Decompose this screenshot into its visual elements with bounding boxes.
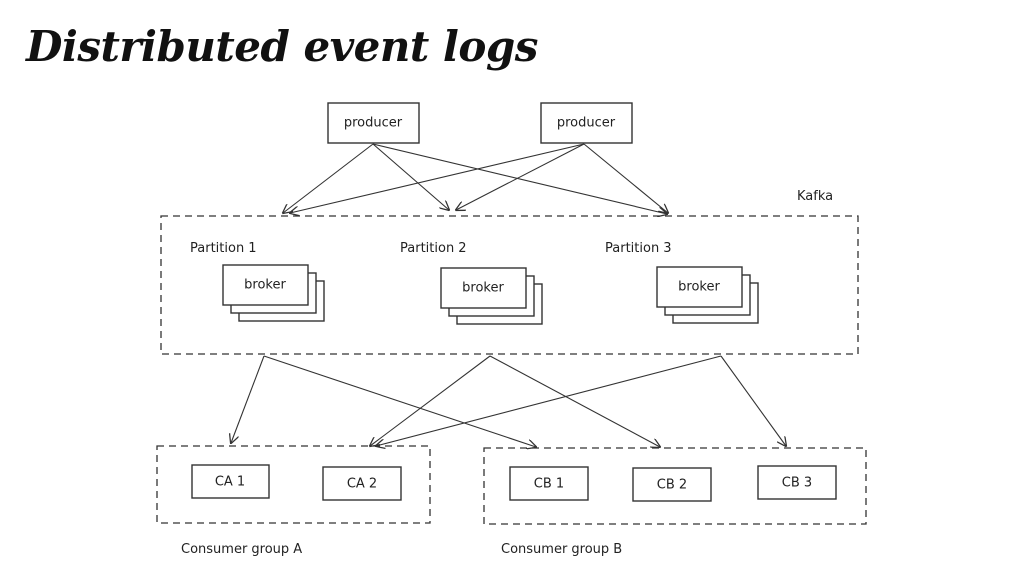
arrow: [290, 143, 585, 213]
consumer-cb2: CB 2: [632, 467, 712, 502]
arrow: [263, 355, 536, 447]
consumer-arrows: [231, 355, 786, 447]
consumer-label: CB 3: [782, 476, 812, 491]
arrow: [372, 143, 667, 214]
kafka-cluster: Kafka Partition 1 broker Partition 2 bro…: [160, 189, 859, 355]
partition-label: Partition 3: [605, 241, 672, 256]
arrow: [372, 143, 449, 210]
consumer-label: CA 2: [347, 477, 377, 492]
page-title: Distributed event logs: [26, 22, 538, 71]
arrow: [720, 355, 786, 446]
partition-1: Partition 1 broker: [190, 241, 325, 322]
producer-label: producer: [344, 116, 403, 131]
producer-label: producer: [557, 116, 616, 131]
producer-arrows: [283, 143, 668, 214]
arrow: [370, 355, 491, 446]
group-label: Consumer group A: [181, 542, 302, 557]
arrow: [231, 355, 265, 443]
producer-node-1: producer: [327, 102, 420, 144]
consumer-cb3: CB 3: [757, 465, 837, 500]
partition-3: Partition 3 broker: [605, 241, 759, 324]
broker-label: broker: [244, 278, 286, 293]
consumer-ca2: CA 2: [322, 466, 402, 501]
broker-label: broker: [678, 280, 720, 295]
partition-label: Partition 2: [400, 241, 467, 256]
partition-label: Partition 1: [190, 241, 257, 256]
group-label: Consumer group B: [501, 542, 622, 557]
consumer-label: CB 2: [657, 478, 687, 493]
cluster-label: Kafka: [797, 189, 833, 204]
partition-2: Partition 2 broker: [400, 241, 543, 325]
consumer-group-b: CB 1 CB 2 CB 3 Consumer group B: [483, 447, 867, 557]
broker-label: broker: [462, 281, 504, 296]
arrow: [583, 143, 668, 213]
consumer-cb1: CB 1: [509, 466, 589, 501]
arrow: [283, 143, 374, 213]
consumer-label: CB 1: [534, 477, 564, 492]
consumer-ca1: CA 1: [191, 464, 270, 499]
arrow: [456, 143, 585, 210]
producer-node-2: producer: [540, 102, 633, 144]
consumer-group-a: CA 1 CA 2 Consumer group A: [156, 445, 431, 557]
consumer-label: CA 1: [215, 475, 245, 490]
arrow: [489, 355, 660, 447]
arrow: [376, 355, 722, 446]
